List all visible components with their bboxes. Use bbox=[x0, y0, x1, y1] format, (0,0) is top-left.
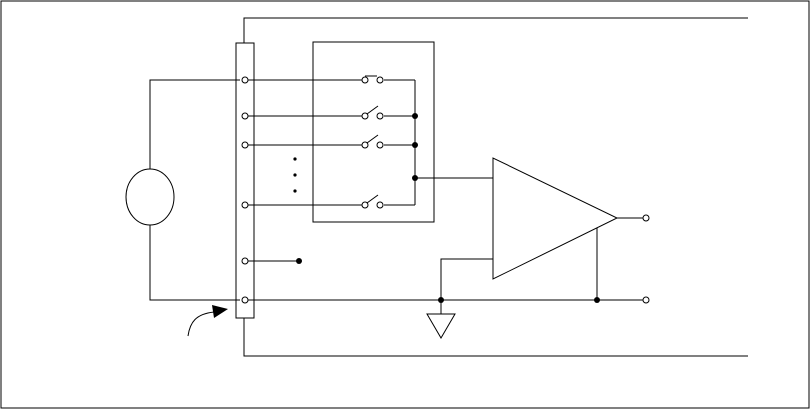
terminal-block bbox=[236, 43, 254, 318]
ground-bus bbox=[248, 297, 649, 303]
amplifier bbox=[493, 158, 617, 279]
switch-n bbox=[362, 195, 415, 208]
multiplexer-box bbox=[313, 42, 434, 222]
signal-source bbox=[126, 80, 240, 300]
switch-1 bbox=[362, 76, 415, 83]
amplifier-output bbox=[617, 215, 649, 221]
ground-symbol bbox=[427, 300, 455, 338]
multiplexer-switches bbox=[362, 76, 418, 208]
switch-3 bbox=[362, 135, 415, 148]
junction-dot bbox=[296, 258, 302, 264]
more-channels-ellipsis bbox=[293, 157, 296, 192]
switch-2 bbox=[362, 106, 415, 119]
pointer-arrow bbox=[188, 305, 228, 336]
amp-negative-input-wire bbox=[441, 259, 493, 300]
channel-wires bbox=[248, 80, 362, 261]
